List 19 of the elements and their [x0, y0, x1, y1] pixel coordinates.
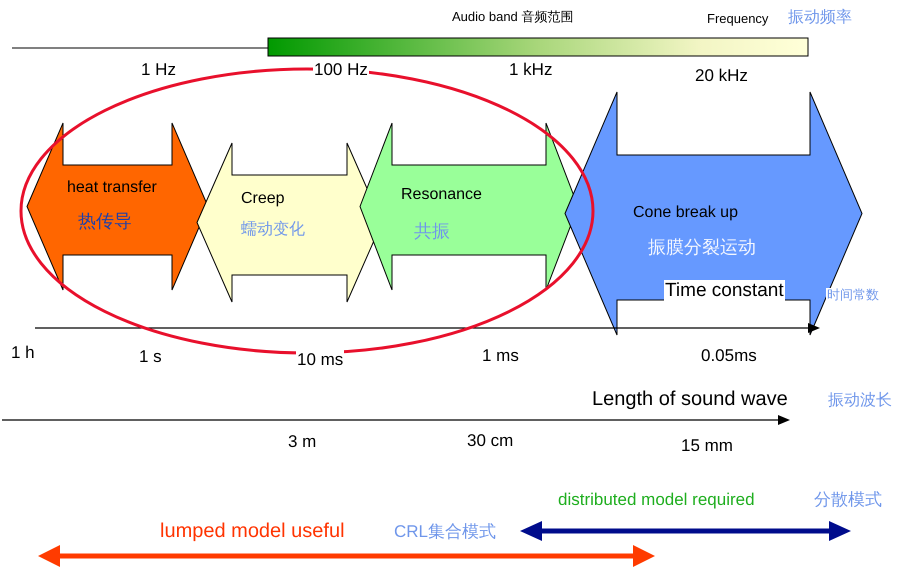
axis-label: 振动波长 [827, 392, 893, 410]
axis-label: Length of sound wave [591, 388, 789, 411]
arrow-text: Cone break up [633, 204, 738, 222]
axis-label: 振动频率 [787, 9, 853, 28]
axis-label: Frequency [706, 12, 770, 27]
axis-label: 时间常数 [826, 288, 880, 303]
arrow-text: heat transfer [67, 179, 157, 198]
axis-label: Time constant [664, 280, 785, 302]
arrow-text: 共振 [414, 221, 450, 242]
arrow-text: Resonance [401, 186, 482, 204]
axis-label: 分散模式 [813, 490, 883, 510]
arrow-text: 蠕动变化 [241, 221, 305, 240]
arrow-text: 振膜分裂运动 [648, 237, 756, 258]
arrow-text: 热传导 [78, 211, 132, 232]
axis-label: lumped model useful [159, 520, 346, 543]
axis-label: distributed model required [557, 490, 756, 510]
axis-label: Audio band 音频范围 [451, 10, 574, 25]
arrow-text: Creep [241, 190, 285, 208]
axis-label: CRL集合模式 [393, 522, 498, 542]
